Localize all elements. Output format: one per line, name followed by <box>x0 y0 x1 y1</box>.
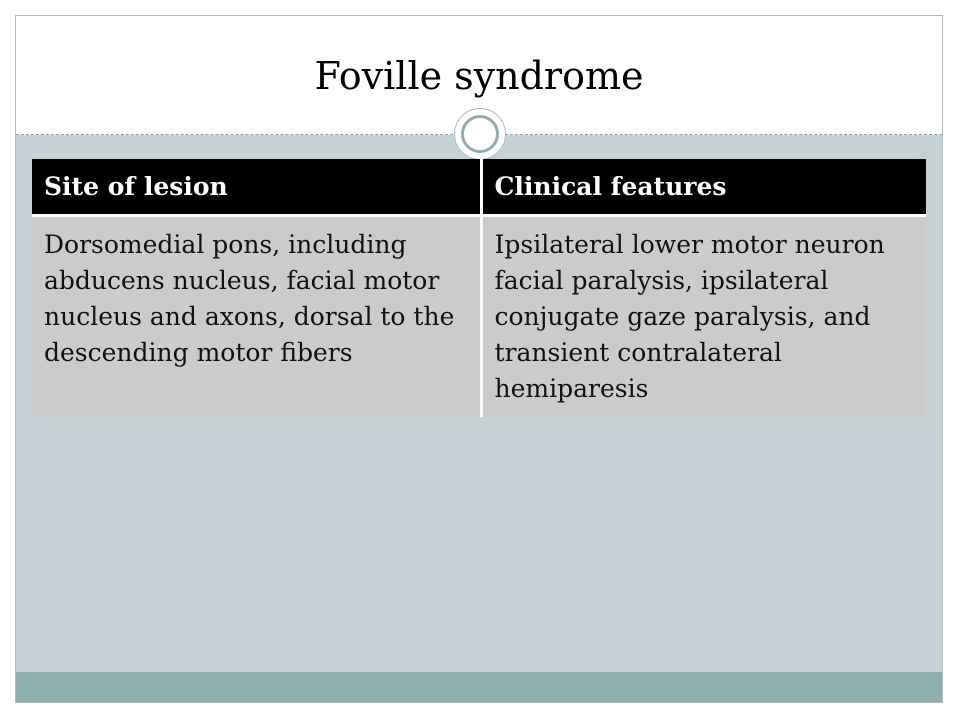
table-row: Dorsomedial pons, including abducens nuc… <box>32 215 926 417</box>
circle-ornament-icon <box>454 108 506 160</box>
circle-ornament-ring <box>461 115 499 153</box>
footer-band <box>16 672 942 702</box>
slide-title: Foville syndrome <box>314 54 644 98</box>
cell-site-of-lesion: Dorsomedial pons, including abducens nuc… <box>32 215 483 417</box>
cell-clinical-features: Ipsilateral lower motor neuron facial pa… <box>481 215 926 417</box>
header-clinical-features: Clinical features <box>481 159 926 217</box>
syndrome-table: Site of lesion Clinical features Dorsome… <box>32 159 926 417</box>
table-header-row: Site of lesion Clinical features <box>32 159 926 217</box>
header-site-of-lesion: Site of lesion <box>32 159 483 217</box>
slide: Foville syndrome Site of lesion Clinical… <box>15 15 943 703</box>
